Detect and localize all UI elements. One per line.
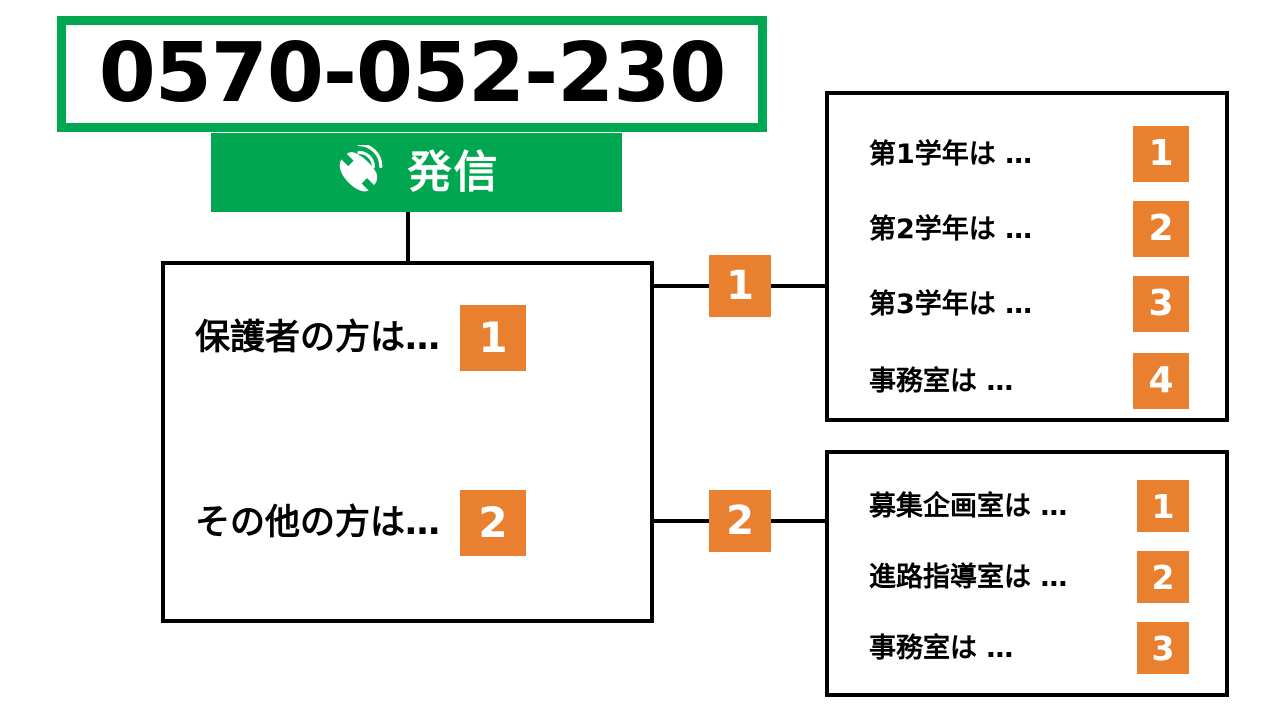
submenu-2-option-2[interactable]: 進路指導室は … 2 [869, 551, 1189, 603]
connector-call-to-menu [406, 212, 410, 263]
submenu-1-option-1-key: 1 [1133, 126, 1189, 182]
submenu-2-option-3-key: 3 [1137, 622, 1189, 674]
submenu-1-option-2-key: 2 [1133, 201, 1189, 257]
submenu-1-option-4-key: 4 [1133, 353, 1189, 409]
submenu-2-option-2-label: 進路指導室は … [869, 561, 1068, 593]
submenu-2-option-1-label: 募集企画室は … [869, 490, 1068, 522]
main-menu-option-1[interactable]: 保護者の方は… 1 [195, 305, 527, 371]
connector-branch-1-left [654, 284, 709, 288]
phone-number-text: 0570-052-230 [98, 26, 727, 121]
submenu-1-option-2-label: 第2学年は … [869, 213, 1033, 245]
phone-ringing-icon [339, 144, 382, 191]
connector-branch-2-right [771, 519, 827, 523]
submenu-2-option-2-key: 2 [1137, 551, 1189, 603]
submenu-2-option-1[interactable]: 募集企画室は … 1 [869, 480, 1189, 532]
branch-key-2: 2 [709, 490, 771, 552]
connector-branch-1-right [771, 284, 827, 288]
submenu-1-option-3[interactable]: 第3学年は … 3 [869, 276, 1189, 332]
submenu-1-option-3-key: 3 [1133, 276, 1189, 332]
submenu-2-option-1-key: 1 [1137, 480, 1189, 532]
main-menu-option-2-key: 2 [460, 490, 527, 556]
submenu-box-office: 募集企画室は … 1 進路指導室は … 2 事務室は … 3 [825, 450, 1229, 697]
submenu-1-option-4-label: 事務室は … [869, 365, 1014, 397]
call-button[interactable]: 発信 [211, 133, 622, 212]
main-menu-option-2-label: その他の方は… [195, 502, 441, 543]
submenu-2-option-3-label: 事務室は … [869, 632, 1014, 664]
submenu-1-option-1[interactable]: 第1学年は … 1 [869, 126, 1189, 182]
phone-number-plate: 0570-052-230 [57, 16, 767, 132]
main-menu-option-2[interactable]: その他の方は… 2 [195, 490, 527, 556]
submenu-2-option-3[interactable]: 事務室は … 3 [869, 622, 1189, 674]
submenu-1-option-1-label: 第1学年は … [869, 138, 1033, 170]
main-menu-option-1-label: 保護者の方は… [195, 317, 441, 358]
connector-branch-2-left [654, 519, 709, 523]
submenu-1-option-3-label: 第3学年は … [869, 288, 1033, 320]
main-menu-box: 保護者の方は… 1 その他の方は… 2 [161, 261, 654, 623]
submenu-1-option-4[interactable]: 事務室は … 4 [869, 353, 1189, 409]
main-menu-option-1-key: 1 [460, 305, 527, 371]
call-button-label: 発信 [407, 147, 500, 197]
submenu-1-option-2[interactable]: 第2学年は … 2 [869, 201, 1189, 257]
submenu-box-grade: 第1学年は … 1 第2学年は … 2 第3学年は … 3 事務室は … 4 [825, 91, 1229, 422]
branch-key-1: 1 [709, 255, 771, 317]
